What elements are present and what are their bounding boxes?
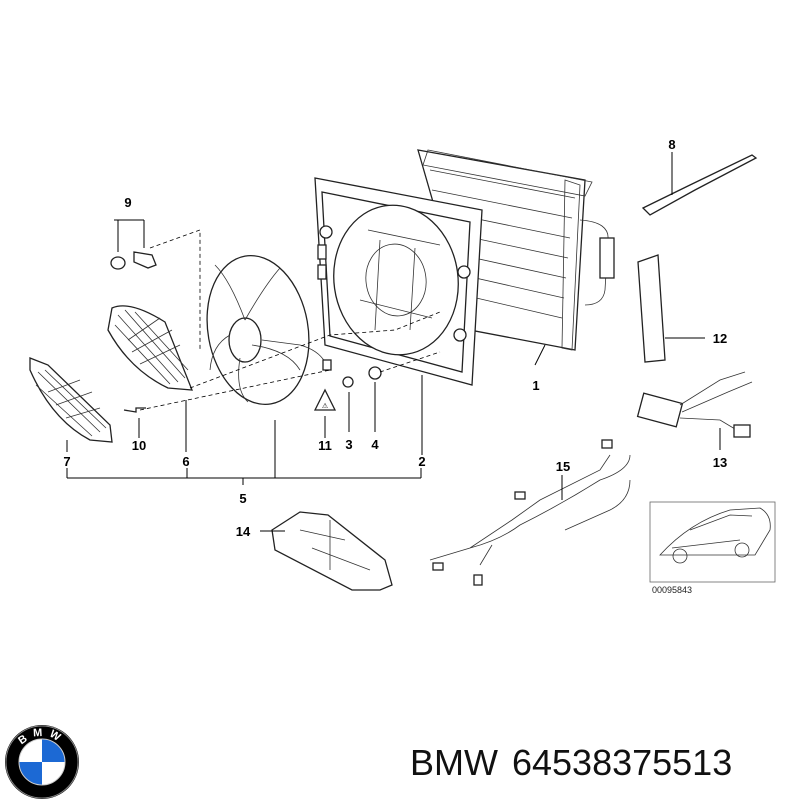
logo-blue-quadrant-2 [19, 762, 42, 785]
callout-3: 3 [345, 437, 352, 452]
callout-numbers: 1 2 3 4 5 6 7 8 9 10 11 12 13 14 15 0009… [63, 137, 727, 595]
bmw-logo: BMW [5, 725, 79, 799]
callout-2: 2 [418, 454, 425, 469]
callout-4: 4 [371, 437, 379, 452]
bracket-drawing [271, 511, 393, 591]
callout-15: 15 [556, 459, 570, 474]
callout-10: 10 [132, 438, 146, 453]
callout-7: 7 [63, 454, 70, 469]
vehicle-thumbnail [649, 501, 776, 583]
brand-name: BMW [410, 742, 498, 783]
fan-shroud-drawing [314, 177, 483, 386]
fan-drawing [206, 254, 332, 406]
callout-14: 14 [236, 524, 251, 539]
grille-drawings [29, 305, 193, 443]
callout-1: 1 [532, 378, 539, 393]
callout-11: 11 [318, 438, 332, 453]
harness-drawings [429, 154, 758, 586]
callout-8: 8 [668, 137, 675, 152]
callout-13: 13 [713, 455, 727, 470]
callout-9: 9 [124, 195, 131, 210]
part-number: 64538375513 [511, 742, 733, 783]
callout-12: 12 [713, 331, 727, 346]
reference-code: 00095843 [652, 585, 692, 595]
guide-lines [139, 229, 441, 411]
warning-label-glyph: ⚠ [322, 402, 328, 410]
callout-5: 5 [239, 491, 246, 506]
footer-caption: BMW 64538375513 [410, 738, 792, 788]
callout-6: 6 [182, 454, 189, 469]
callout-leaders [66, 152, 721, 532]
logo-blue-quadrant-1 [42, 739, 65, 762]
small-parts-drawing: ⚠ [110, 251, 382, 413]
